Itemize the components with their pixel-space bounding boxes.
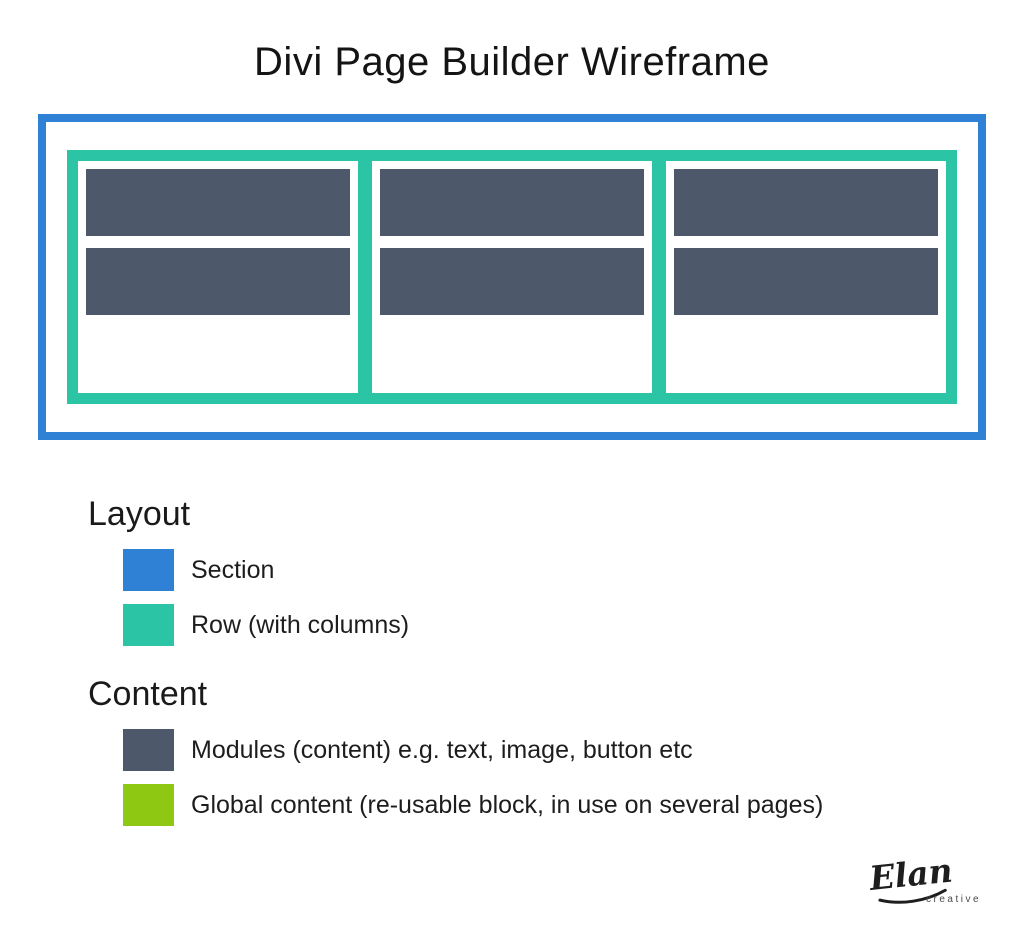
- module-bar: [86, 248, 350, 315]
- wireframe-row: [67, 150, 957, 404]
- brand-logo: Elan creative: [864, 850, 1000, 910]
- wireframe-section: [38, 114, 986, 440]
- legend-label-section: Section: [191, 555, 275, 584]
- module-bar: [380, 248, 644, 315]
- legend-heading-content: Content: [88, 675, 208, 713]
- brand-logo-graphic: Elan creative: [867, 851, 981, 905]
- brand-logo-script-text: Elan: [867, 851, 955, 899]
- legend-item-global-content: Global content (re-usable block, in use …: [123, 784, 1024, 826]
- wireframe-column-2: [372, 161, 652, 393]
- row-color-swatch: [123, 604, 174, 646]
- section-color-swatch: [123, 549, 174, 591]
- legend: Layout Section Row (with columns) Conten…: [88, 494, 1024, 826]
- module-bar: [380, 169, 644, 236]
- logo-underline-swash: [878, 888, 947, 904]
- legend-item-row: Row (with columns): [123, 604, 1024, 646]
- wireframe-column-1: [78, 161, 358, 393]
- modules-color-swatch: [123, 729, 174, 771]
- legend-heading-layout: Layout: [88, 495, 191, 533]
- module-bar: [674, 248, 938, 315]
- brand-logo-tagline-text: creative: [926, 894, 981, 905]
- global-content-color-swatch: [123, 784, 174, 826]
- module-bar: [674, 169, 938, 236]
- legend-item-section: Section: [123, 549, 1024, 591]
- legend-label-modules: Modules (content) e.g. text, image, butt…: [191, 735, 693, 764]
- legend-item-modules: Modules (content) e.g. text, image, butt…: [123, 729, 1024, 771]
- module-bar: [86, 169, 350, 236]
- legend-label-global-content: Global content (re-usable block, in use …: [191, 790, 824, 819]
- legend-label-row: Row (with columns): [191, 610, 410, 639]
- page-title: Divi Page Builder Wireframe: [254, 40, 770, 84]
- wireframe-column-3: [666, 161, 946, 393]
